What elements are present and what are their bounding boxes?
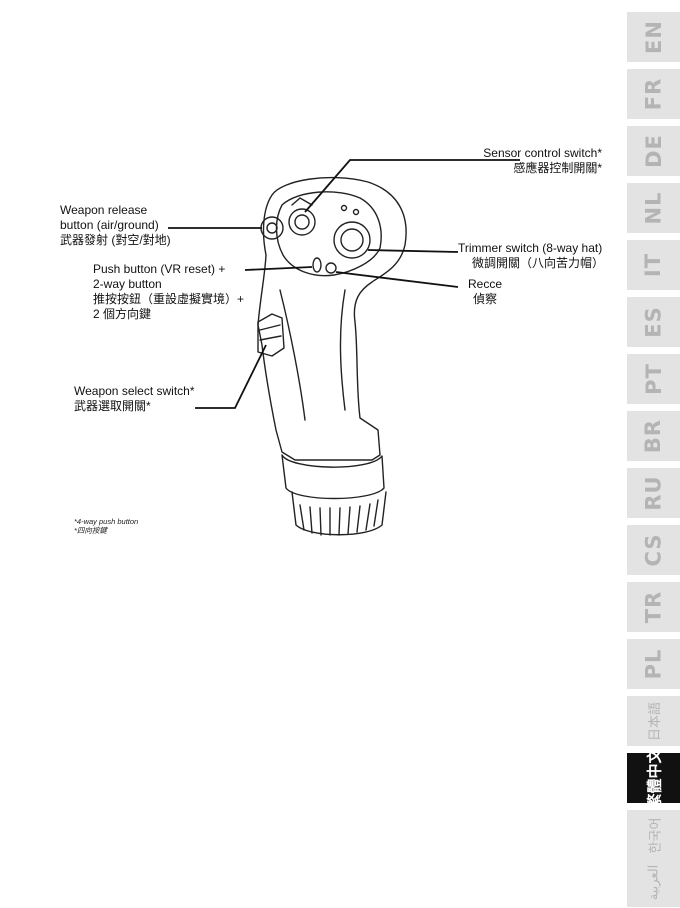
- label-push-button-zh2: 2 個方向鍵: [93, 307, 244, 322]
- tab-ru[interactable]: RU: [627, 468, 680, 518]
- sensor-hat: [289, 209, 315, 235]
- label-weapon-release-en2: button (air/ground): [60, 218, 171, 233]
- leader-recce: [336, 272, 458, 287]
- label-trimmer-en: Trimmer switch (8-way hat): [458, 241, 604, 256]
- joystick-collar: [282, 455, 384, 499]
- tab-de[interactable]: DE: [627, 126, 680, 176]
- tab-pl[interactable]: PL: [627, 639, 680, 689]
- tab-cs[interactable]: CS: [627, 525, 680, 575]
- leader-weapon-select: [195, 345, 266, 408]
- label-sensor-en: Sensor control switch*: [430, 146, 602, 161]
- label-trimmer: Trimmer switch (8-way hat) 微調開關（八向苦力帽）: [458, 241, 604, 271]
- footnote-zh: *四向按鍵: [74, 526, 138, 535]
- tab-fr[interactable]: FR: [627, 69, 680, 119]
- push-button: [313, 258, 321, 272]
- tab-it[interactable]: IT: [627, 240, 680, 290]
- label-push-button-en1: Push button (VR reset) +: [93, 262, 244, 277]
- label-recce: Recce 偵察: [458, 277, 512, 307]
- label-sensor-control: Sensor control switch* 感應器控制開關*: [430, 146, 602, 176]
- label-push-button-zh1: 推按按鈕（重設虛擬實境）+: [93, 292, 244, 307]
- recce-button: [326, 263, 336, 273]
- weapon-release-button: [261, 217, 283, 239]
- leader-trimmer: [368, 250, 458, 252]
- tab-es[interactable]: ES: [627, 297, 680, 347]
- label-weapon-select-zh: 武器選取開關*: [74, 399, 195, 414]
- footnote: *4-way push button *四向按鍵: [74, 517, 138, 535]
- label-trimmer-zh: 微調開關（八向苦力帽）: [458, 256, 604, 271]
- label-weapon-select-en: Weapon select switch*: [74, 384, 195, 399]
- label-weapon-select: Weapon select switch* 武器選取開關*: [74, 384, 195, 414]
- leader-push-button: [245, 267, 312, 270]
- tab-br[interactable]: BR: [627, 411, 680, 461]
- tab-zh-tw[interactable]: 繁體中文: [627, 753, 680, 803]
- tab-ja[interactable]: 日本語: [627, 696, 680, 746]
- tab-en[interactable]: EN: [627, 12, 680, 62]
- tab-pt[interactable]: PT: [627, 354, 680, 404]
- label-sensor-zh: 感應器控制開關*: [430, 161, 602, 176]
- footnote-en: *4-way push button: [74, 517, 138, 526]
- label-push-button-en2: 2-way button: [93, 277, 244, 292]
- trimmer-hat: [334, 222, 370, 258]
- label-weapon-release-en1: Weapon release: [60, 203, 171, 218]
- tab-ar[interactable]: العربية: [627, 857, 680, 907]
- tab-tr[interactable]: TR: [627, 582, 680, 632]
- label-push-button: Push button (VR reset) + 2-way button 推按…: [93, 262, 244, 322]
- tab-nl[interactable]: NL: [627, 183, 680, 233]
- label-weapon-release-zh: 武器發射 (對空/對地): [60, 233, 171, 248]
- tab-ko[interactable]: 한국어: [627, 810, 680, 860]
- label-recce-en: Recce: [458, 277, 512, 292]
- label-weapon-release: Weapon release button (air/ground) 武器發射 …: [60, 203, 171, 248]
- label-recce-zh: 偵察: [458, 292, 512, 307]
